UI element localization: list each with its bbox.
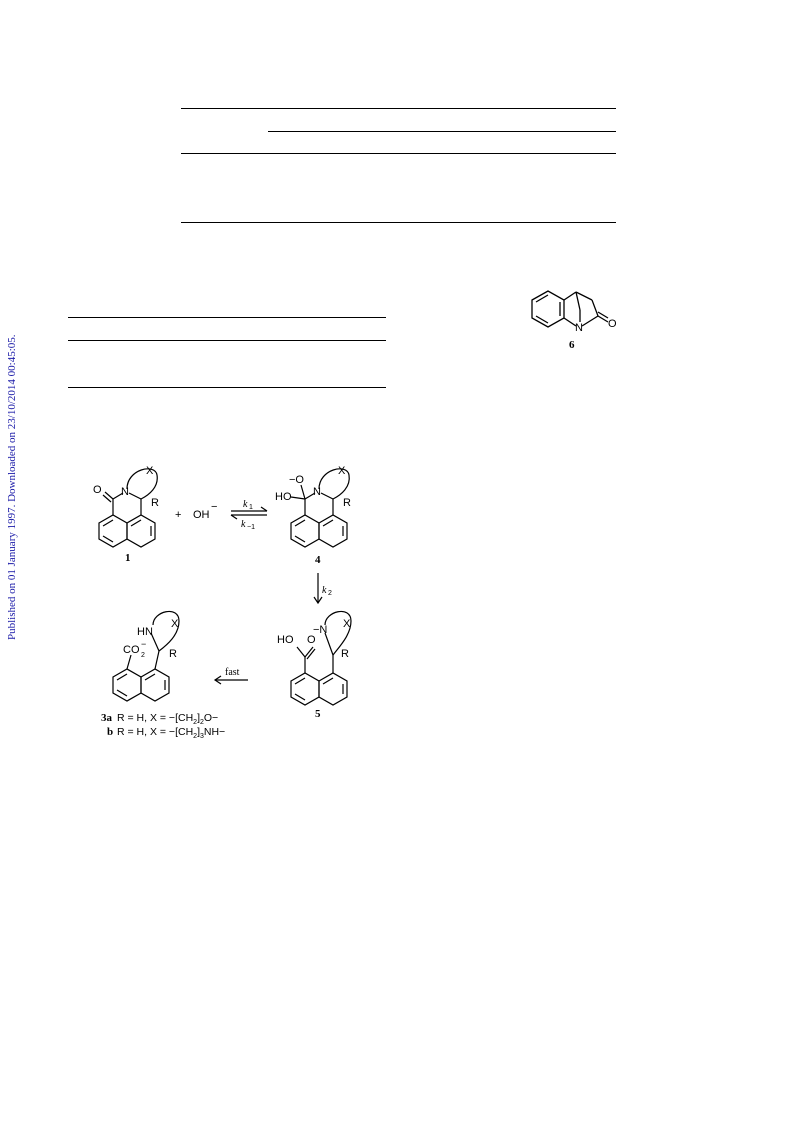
compound-5-ho: HO: [277, 634, 294, 646]
compound-1-label: 1: [125, 552, 131, 564]
compound-6-n-atom: N: [575, 322, 583, 334]
table2-top-rule: [68, 317, 386, 318]
compound-5-label: 5: [315, 708, 321, 720]
table1-bottom-rule: [181, 222, 616, 223]
compound-6-label: 6: [569, 339, 575, 351]
legend-3a-text: R = H, X = −[CH2]2O−: [117, 712, 218, 726]
compound-1-r: R: [151, 497, 159, 509]
table1-top-rule: [181, 108, 616, 109]
compound-3-hn: HN: [137, 626, 153, 638]
compound-4-ho: HO: [275, 491, 292, 503]
compound-3-structure: [112, 610, 180, 702]
fast-label: fast: [225, 667, 240, 678]
rate-k2: k: [322, 585, 327, 596]
plus-sign: +: [175, 509, 181, 521]
rate-k2-sub: 2: [328, 590, 332, 597]
compound-1-o: O: [93, 484, 102, 496]
compound-3-r: R: [169, 648, 177, 660]
compound-3-co2: CO: [123, 644, 140, 656]
rate-k-1: k: [241, 519, 246, 530]
legend-3b-text: R = H, X = −[CH2]3NH−: [117, 726, 225, 740]
reaction-scheme: O N R X 1 + OH − k 1 k −1 −O HO N R X 4 …: [93, 465, 352, 740]
compound-3-co2-sup: −: [141, 639, 146, 649]
compound-6-o-atom: O: [608, 318, 617, 330]
legend-3b-label: b: [107, 726, 113, 738]
compound-4-n: N: [313, 486, 321, 498]
rate-k1: k: [243, 499, 248, 510]
provenance-note: Published on 01 January 1997. Downloaded…: [6, 334, 18, 640]
table1-header-rule: [181, 153, 616, 154]
rate-k1-sub: 1: [249, 504, 253, 511]
compound-1-x: X: [146, 465, 154, 477]
table2-header-rule: [68, 340, 386, 341]
compound-3-x: X: [171, 618, 179, 630]
compound-4-o-minus: −O: [289, 474, 304, 486]
compound-4-structure: [290, 468, 350, 548]
hydroxide-charge: −: [211, 501, 217, 513]
compound-5-x: X: [343, 618, 351, 630]
compound-6-structure: N O 6: [531, 290, 617, 351]
legend-3a-label: 3a: [101, 712, 113, 724]
legend-3b: b R = H, X = −[CH2]3NH−: [107, 726, 225, 740]
compound-4-label: 4: [315, 554, 321, 566]
compound-1-structure: [98, 468, 158, 548]
compound-5-structure: [290, 610, 352, 706]
hydroxide: OH: [193, 509, 210, 521]
table1-span-rule: [268, 131, 616, 132]
compound-5-n-minus: −N: [313, 624, 327, 636]
table2-bottom-rule: [68, 387, 386, 388]
compound-5-r: R: [341, 648, 349, 660]
legend-3a: 3a R = H, X = −[CH2]2O−: [101, 712, 218, 726]
compound-5-o: O: [307, 634, 316, 646]
compound-4-x: X: [338, 465, 346, 477]
compound-4-r: R: [343, 497, 351, 509]
rate-k-1-sub: −1: [247, 524, 255, 531]
compound-1-n: N: [121, 486, 129, 498]
compound-3-co2-sub: 2: [141, 652, 145, 659]
